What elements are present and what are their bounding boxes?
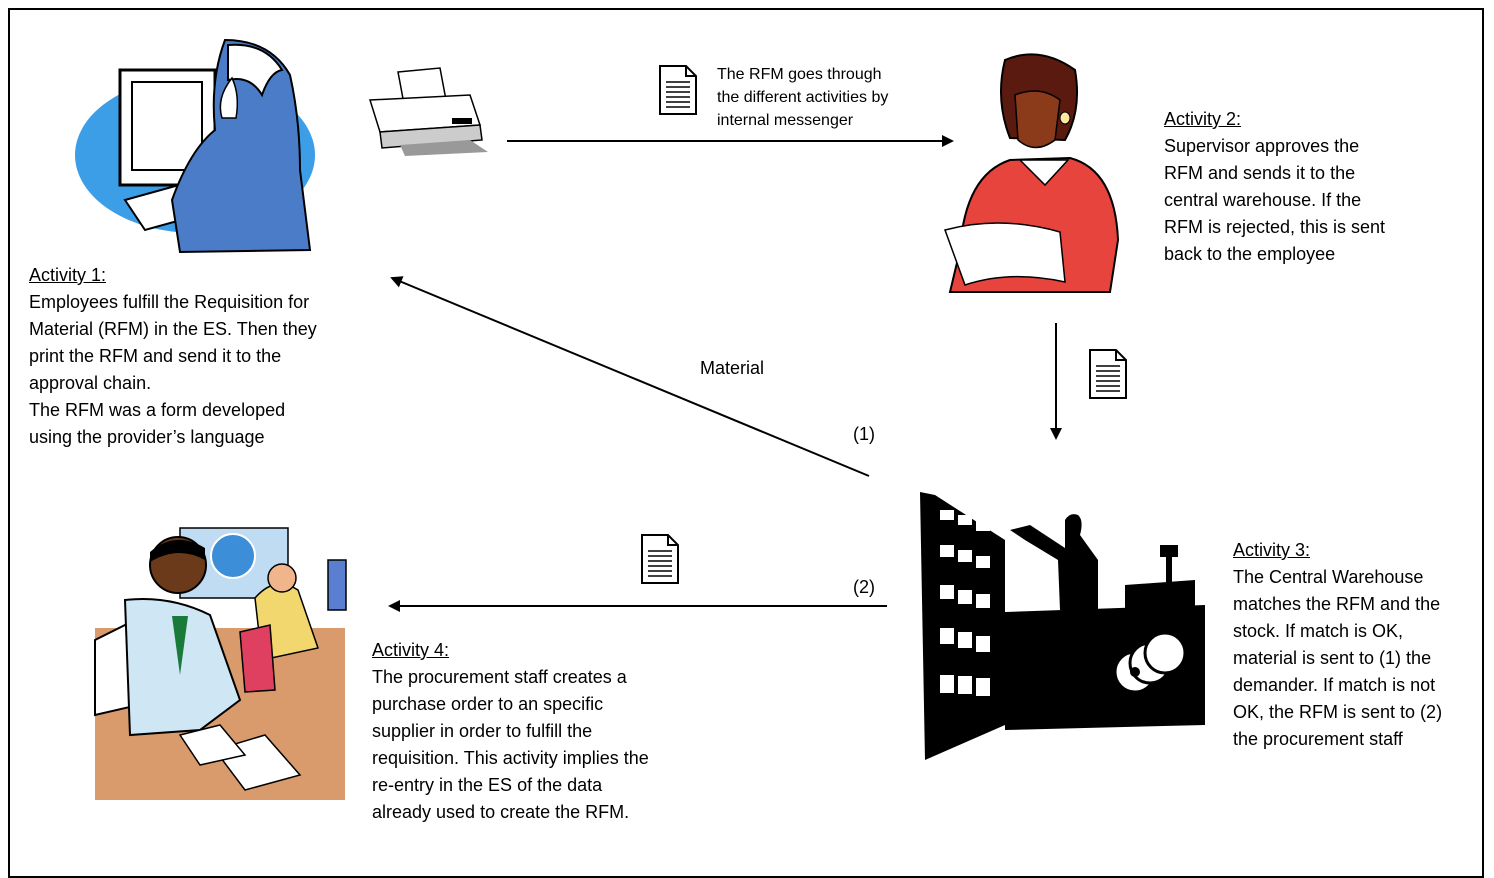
activity-1-line: Material (RFM) in the ES. Then they bbox=[29, 319, 317, 339]
activity-2-text: Activity 2: Supervisor approves the RFM … bbox=[1164, 106, 1385, 268]
activity-2-heading: Activity 2: bbox=[1164, 109, 1242, 129]
activity-4-line: requisition. This activity implies the bbox=[372, 748, 649, 768]
material-label: Material bbox=[700, 358, 765, 378]
messenger-note-line: the different activities by bbox=[717, 89, 889, 106]
activity-1-line: using the provider’s language bbox=[29, 427, 265, 447]
path-1-label: (1) bbox=[853, 424, 875, 444]
activity-3-line: the procurement staff bbox=[1233, 729, 1403, 749]
path-2-label: (2) bbox=[853, 577, 875, 597]
activity-4-line: already used to create the RFM. bbox=[372, 802, 630, 822]
activity-4-line: purchase order to an specific bbox=[372, 694, 604, 714]
procurement-office-clipart-icon bbox=[94, 527, 347, 800]
activity-1-heading: Activity 1: bbox=[29, 265, 107, 285]
activity-1-text: Activity 1: Employees fulfill the Requis… bbox=[29, 262, 317, 451]
activity-4-line: The procurement staff creates a bbox=[372, 667, 627, 687]
activity-3-line: material is sent to (1) the bbox=[1233, 648, 1432, 668]
activity-4-heading: Activity 4: bbox=[372, 640, 450, 660]
activity-1-line: The RFM was a form developed bbox=[29, 400, 286, 420]
messenger-note-line: The RFM goes through bbox=[717, 66, 882, 83]
messenger-note-line: internal messenger bbox=[717, 112, 854, 129]
warehouse-clipart-icon bbox=[920, 492, 1205, 760]
activity-4-line: re-entry in the ES of the data bbox=[372, 775, 603, 795]
activity-2-line: RFM and sends it to the bbox=[1164, 163, 1356, 183]
activity-2-line: Supervisor approves the bbox=[1164, 136, 1360, 156]
activity-1-line: Employees fulfill the Requisition for bbox=[29, 292, 310, 312]
computer-user-clipart-icon bbox=[75, 38, 315, 254]
document-icon bbox=[1089, 349, 1127, 399]
activity-3-line: matches the RFM and the bbox=[1233, 594, 1441, 614]
document-icon bbox=[641, 534, 679, 584]
activity-3-text: Activity 3: The Central Warehouse matche… bbox=[1233, 537, 1442, 753]
activity-4-line: supplier in order to fulfill the bbox=[372, 721, 593, 741]
activity-2-line: central warehouse. If the bbox=[1164, 190, 1362, 210]
arrow-material-to-employee bbox=[390, 276, 870, 477]
activity-3-line: stock. If match is OK, bbox=[1233, 621, 1404, 641]
document-icon bbox=[659, 65, 697, 115]
activity-2-line: back to the employee bbox=[1164, 244, 1336, 264]
supervisor-reading-clipart-icon bbox=[944, 53, 1120, 293]
activity-2-line: RFM is rejected, this is sent bbox=[1164, 217, 1386, 237]
activity-1-line: print the RFM and send it to the bbox=[29, 346, 282, 366]
activity-4-text: Activity 4: The procurement staff create… bbox=[372, 637, 649, 826]
activity-3-line: demander. If match is not bbox=[1233, 675, 1436, 695]
activity-3-line: OK, the RFM is sent to (2) bbox=[1233, 702, 1443, 722]
printer-icon bbox=[368, 67, 488, 156]
messenger-note: The RFM goes through the different activ… bbox=[717, 63, 888, 132]
activity-3-heading: Activity 3: bbox=[1233, 540, 1311, 560]
activity-1-line: approval chain. bbox=[29, 373, 152, 393]
activity-3-line: The Central Warehouse bbox=[1233, 567, 1424, 587]
